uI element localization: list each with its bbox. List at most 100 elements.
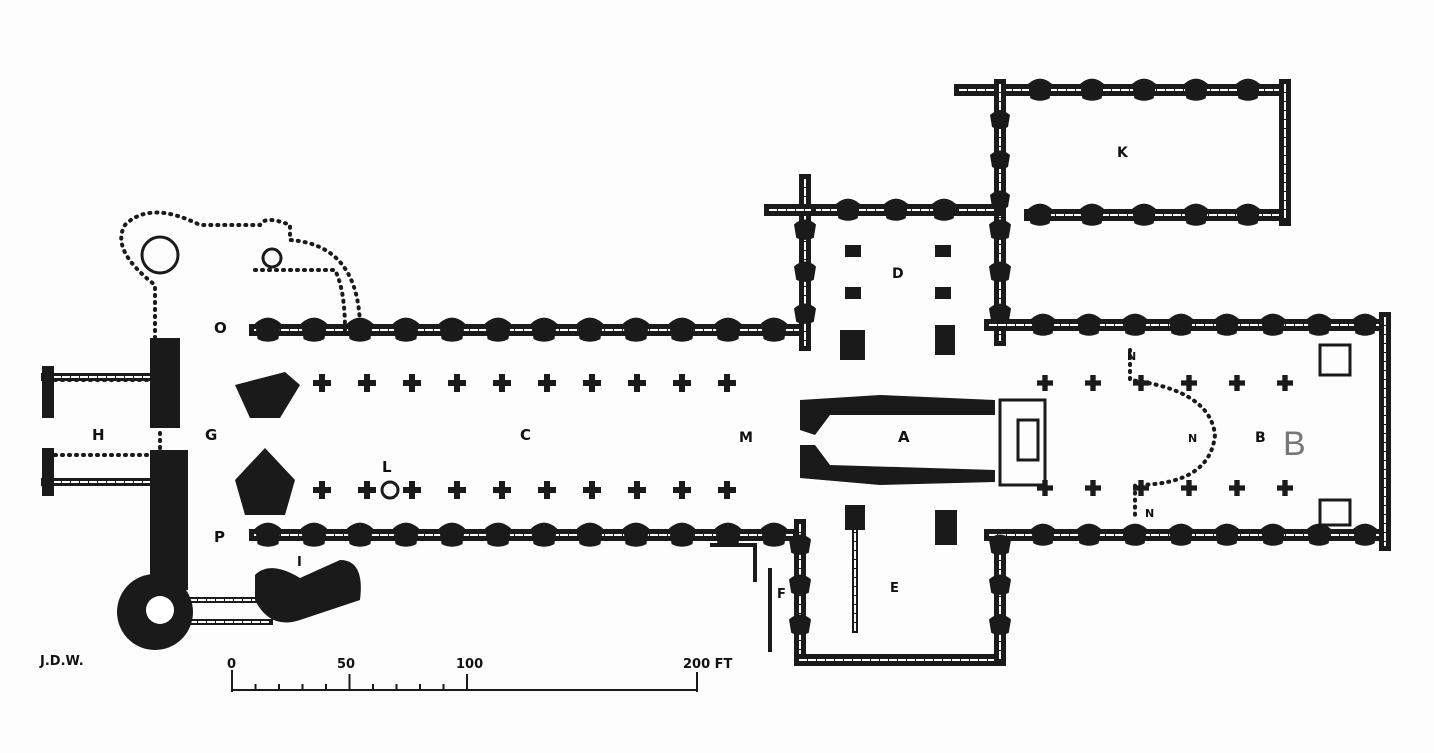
pier-block bbox=[935, 510, 957, 545]
buttress bbox=[1132, 78, 1156, 101]
font-circle bbox=[380, 480, 400, 500]
altar bbox=[1016, 418, 1040, 462]
label-b-small: B bbox=[1255, 430, 1266, 446]
chapel-i bbox=[255, 560, 361, 623]
buttress bbox=[1261, 523, 1285, 546]
buttress bbox=[794, 261, 816, 282]
choir-stall-south bbox=[800, 445, 995, 485]
buttress bbox=[669, 522, 695, 547]
buttress bbox=[1184, 203, 1208, 226]
label-g: G bbox=[205, 426, 217, 444]
buttress bbox=[989, 574, 1011, 595]
nw-chapel-outline bbox=[253, 268, 347, 332]
pier bbox=[628, 374, 646, 392]
label-m: M bbox=[739, 430, 753, 446]
label-n-north: N bbox=[1127, 350, 1136, 363]
nw-chapel-outline bbox=[119, 210, 362, 340]
buttress bbox=[1236, 78, 1260, 101]
pier-block bbox=[150, 338, 180, 428]
pier bbox=[1181, 480, 1198, 497]
buttress bbox=[1123, 523, 1147, 546]
buttress bbox=[1353, 313, 1377, 336]
buttress bbox=[439, 522, 465, 547]
pier bbox=[673, 374, 691, 392]
scale-tick-50: 50 bbox=[337, 657, 355, 672]
pier bbox=[1085, 480, 1102, 497]
buttress bbox=[1353, 523, 1377, 546]
pier-block bbox=[845, 505, 865, 530]
pier bbox=[313, 481, 331, 499]
buttress bbox=[1215, 313, 1239, 336]
buttress bbox=[347, 522, 373, 547]
label-n-apse: N bbox=[1188, 432, 1197, 445]
label-e: E bbox=[890, 581, 899, 596]
buttress bbox=[393, 317, 419, 342]
pier-block bbox=[845, 287, 861, 299]
pier bbox=[538, 374, 556, 392]
pier bbox=[358, 374, 376, 392]
buttress bbox=[1215, 523, 1239, 546]
label-h: H bbox=[92, 426, 105, 444]
buttress bbox=[1236, 203, 1260, 226]
pier bbox=[313, 374, 331, 392]
east-chapel bbox=[1318, 498, 1352, 527]
pier bbox=[1229, 480, 1246, 497]
buttress bbox=[1031, 523, 1055, 546]
buttress bbox=[794, 219, 816, 240]
label-d: D bbox=[892, 266, 904, 282]
foundation-outlines bbox=[53, 210, 1218, 517]
buttress bbox=[989, 219, 1011, 240]
buttress bbox=[789, 574, 811, 595]
pier bbox=[448, 481, 466, 499]
pier bbox=[538, 481, 556, 499]
pier bbox=[628, 481, 646, 499]
west-porch-outline bbox=[53, 378, 162, 457]
buttress bbox=[1028, 203, 1052, 226]
buttress bbox=[1169, 313, 1193, 336]
scale-bar: 0 50 100 200 FT bbox=[227, 657, 733, 692]
buttress bbox=[761, 522, 787, 547]
buttress bbox=[761, 317, 787, 342]
label-c: C bbox=[520, 426, 531, 444]
buttress bbox=[531, 317, 557, 342]
apse-outline bbox=[1128, 348, 1218, 517]
buttress bbox=[1123, 313, 1147, 336]
pier bbox=[583, 374, 601, 392]
buttress bbox=[990, 110, 1010, 129]
pier-block bbox=[935, 287, 951, 299]
pier-block bbox=[935, 325, 955, 355]
pier bbox=[1037, 480, 1054, 497]
buttress bbox=[1184, 78, 1208, 101]
buttress bbox=[301, 522, 327, 547]
buttress bbox=[577, 317, 603, 342]
pier bbox=[403, 481, 421, 499]
buttress bbox=[439, 317, 465, 342]
buttress bbox=[1132, 203, 1156, 226]
label-l: L bbox=[382, 458, 392, 476]
pier-block bbox=[42, 448, 54, 496]
buttress bbox=[789, 534, 811, 555]
pier bbox=[1133, 480, 1150, 497]
buttress bbox=[1080, 203, 1104, 226]
buttress bbox=[990, 190, 1010, 209]
pier-block bbox=[935, 245, 951, 257]
label-b-handwritten: B bbox=[1283, 425, 1306, 463]
buttress bbox=[884, 198, 908, 221]
buttress bbox=[989, 614, 1011, 635]
pier bbox=[583, 481, 601, 499]
pier bbox=[1277, 375, 1294, 392]
buttress bbox=[1031, 313, 1055, 336]
pier bbox=[1277, 480, 1294, 497]
pier bbox=[403, 374, 421, 392]
pier-block bbox=[845, 245, 861, 257]
buttress bbox=[1307, 523, 1331, 546]
buttress bbox=[485, 522, 511, 547]
pier bbox=[718, 374, 736, 392]
choir-stall-north bbox=[800, 395, 995, 435]
buttress bbox=[485, 317, 511, 342]
pier bbox=[1181, 375, 1198, 392]
buttress bbox=[836, 198, 860, 221]
buttress bbox=[1028, 78, 1052, 101]
label-a: A bbox=[898, 428, 910, 446]
